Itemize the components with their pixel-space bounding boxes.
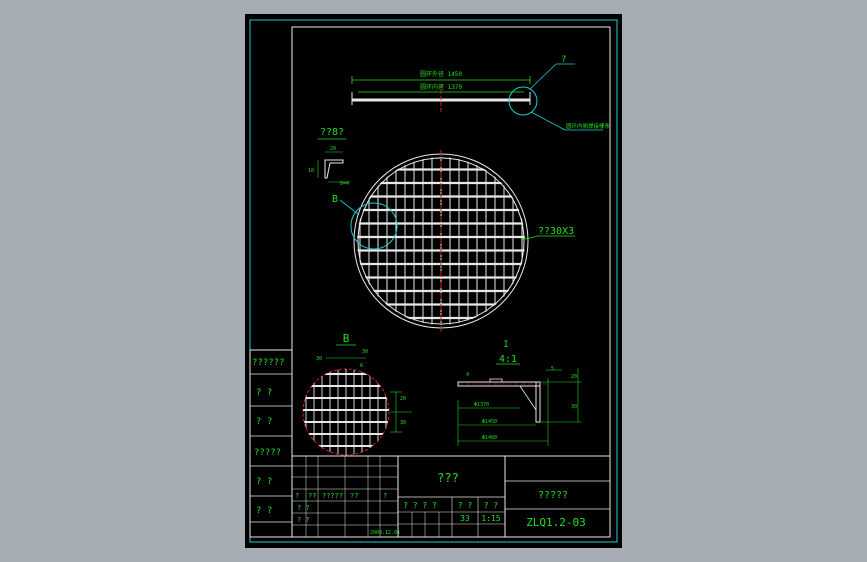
- left-label-2: ? ?: [256, 417, 272, 427]
- tb-small2-0: ? ?: [297, 504, 310, 512]
- tb-date: 2008.12.01: [370, 530, 400, 536]
- tb-small-0: ?: [295, 492, 299, 500]
- detail-i: I 4:1 Φ1370 Φ1450 Φ1460 4 5 20 30: [457, 340, 582, 446]
- dim-inner-diameter: 圆环内径 1370: [420, 83, 462, 91]
- detail-b-marker: [350, 202, 398, 250]
- scale-header: ? ?: [484, 501, 499, 510]
- detail-b-dim-left: 30: [316, 356, 322, 362]
- sheet-outer-border: [249, 19, 618, 543]
- weight-header: ? ?: [458, 501, 473, 510]
- left-label-5: ? ?: [256, 506, 272, 516]
- detail-i-dim-d3: Φ1460: [482, 435, 497, 441]
- leader-mark: ?: [561, 55, 566, 65]
- detail-i-mark: I: [503, 340, 508, 350]
- left-label-0: ??????: [252, 358, 285, 368]
- grating-note: ??30X3: [538, 226, 574, 237]
- drawing-sheet: [245, 14, 622, 548]
- left-label-4: ? ?: [256, 477, 272, 487]
- section-dim-top: 20: [330, 146, 336, 152]
- label-b: B: [332, 194, 338, 205]
- tb-small-2: ?????: [322, 492, 343, 500]
- section-title: ??8?: [320, 127, 344, 138]
- detail-b-dim-mid: 30: [362, 349, 368, 355]
- left-label-1: ? ?: [256, 388, 272, 398]
- detail-i-dim-h2: 20: [571, 374, 577, 380]
- top-view: 圆环外径 1450 圆环内径 1370 ? 圆环内侧焊接栅条: [351, 55, 611, 131]
- tb-small-1: ??: [308, 492, 316, 500]
- left-panel: ?????? ? ? ? ? ????? ? ? ? ?: [249, 349, 293, 538]
- left-label-3: ?????: [254, 448, 281, 458]
- tb-small-4: ?: [383, 492, 387, 500]
- scale-value: 1:15: [481, 514, 500, 523]
- detail-b-dim-right-top: 20: [400, 396, 406, 402]
- dim-outer-diameter: 圆环外径 1450: [420, 70, 462, 78]
- drawing-name: ???: [437, 471, 459, 485]
- drawing-code: ZLQ1.2-03: [526, 516, 586, 529]
- section-dim-bottom: δ=4: [340, 181, 349, 187]
- detail-b-dim-right-bottom: 30: [400, 420, 406, 426]
- detail-b-dim-small: 6: [360, 363, 363, 369]
- detail-b-title: B: [343, 332, 350, 345]
- tb-small-3: ??: [350, 492, 358, 500]
- detail-i-dim-d1: Φ1370: [474, 402, 489, 408]
- detail-i-dim-b: 5: [551, 366, 554, 372]
- tb-small2-1: ? ?: [297, 516, 310, 524]
- leader-note: 圆环内侧焊接栅条: [566, 122, 611, 130]
- detail-i-scale: 4:1: [499, 354, 517, 365]
- section-dim-side: 10: [308, 168, 314, 174]
- detail-i-dim-d2: Φ1450: [482, 419, 497, 425]
- section-detail: ??8? 20 10 δ=4: [308, 127, 350, 187]
- detail-i-dim-a: 4: [466, 372, 469, 378]
- detail-i-dim-h1: 30: [571, 404, 577, 410]
- material-header: ?????: [538, 490, 568, 501]
- stage-header: ? ? ? ?: [403, 501, 437, 510]
- detail-i-circle: [508, 86, 538, 116]
- weight-value: 33: [460, 514, 470, 523]
- title-block: ??? ????? ZLQ1.2-03 ? ? ? ? ? ? ? ? 33 1…: [291, 455, 611, 538]
